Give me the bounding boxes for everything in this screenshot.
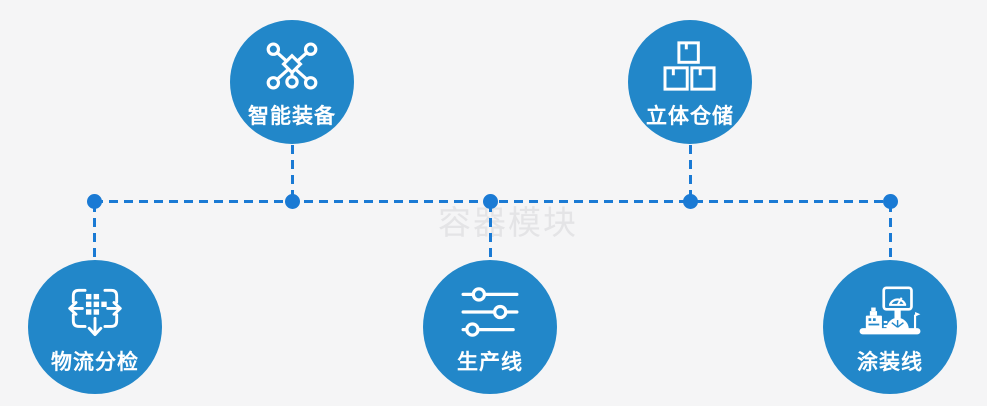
node-stereo-warehouse[interactable]: 立体仓储 bbox=[628, 20, 752, 144]
node-label: 生产线 bbox=[457, 350, 523, 374]
node-label: 涂装线 bbox=[857, 350, 923, 374]
junction-dot-left bbox=[87, 194, 102, 209]
vertical-connector-smart-equipment bbox=[291, 145, 294, 200]
sorting-arrows-icon bbox=[66, 287, 124, 337]
vertical-connector-coating-line bbox=[889, 203, 892, 259]
vertical-connector-logistics-sorting bbox=[93, 203, 96, 259]
node-production-line[interactable]: 生产线 bbox=[423, 260, 557, 394]
node-label: 物流分检 bbox=[51, 350, 139, 374]
machine-gauge-icon bbox=[856, 286, 924, 337]
stacked-boxes-icon bbox=[663, 41, 717, 91]
node-label: 智能装备 bbox=[248, 104, 336, 128]
vertical-connector-stereo-warehouse bbox=[689, 145, 692, 200]
network-nodes-icon bbox=[264, 41, 320, 91]
junction-dot-center bbox=[483, 194, 498, 209]
node-logistics-sorting[interactable]: 物流分检 bbox=[28, 260, 162, 394]
node-label: 立体仓储 bbox=[646, 104, 734, 128]
node-coating-line[interactable]: 涂装线 bbox=[823, 260, 957, 394]
junction-dot-stereo-warehouse bbox=[683, 194, 698, 209]
junction-dot-smart-equipment bbox=[285, 194, 300, 209]
sliders-icon bbox=[460, 287, 520, 337]
node-smart-equipment[interactable]: 智能装备 bbox=[230, 20, 354, 144]
watermark-text: 容器模块 bbox=[438, 203, 578, 242]
vertical-connector-production-line bbox=[489, 203, 492, 259]
junction-dot-right bbox=[883, 194, 898, 209]
